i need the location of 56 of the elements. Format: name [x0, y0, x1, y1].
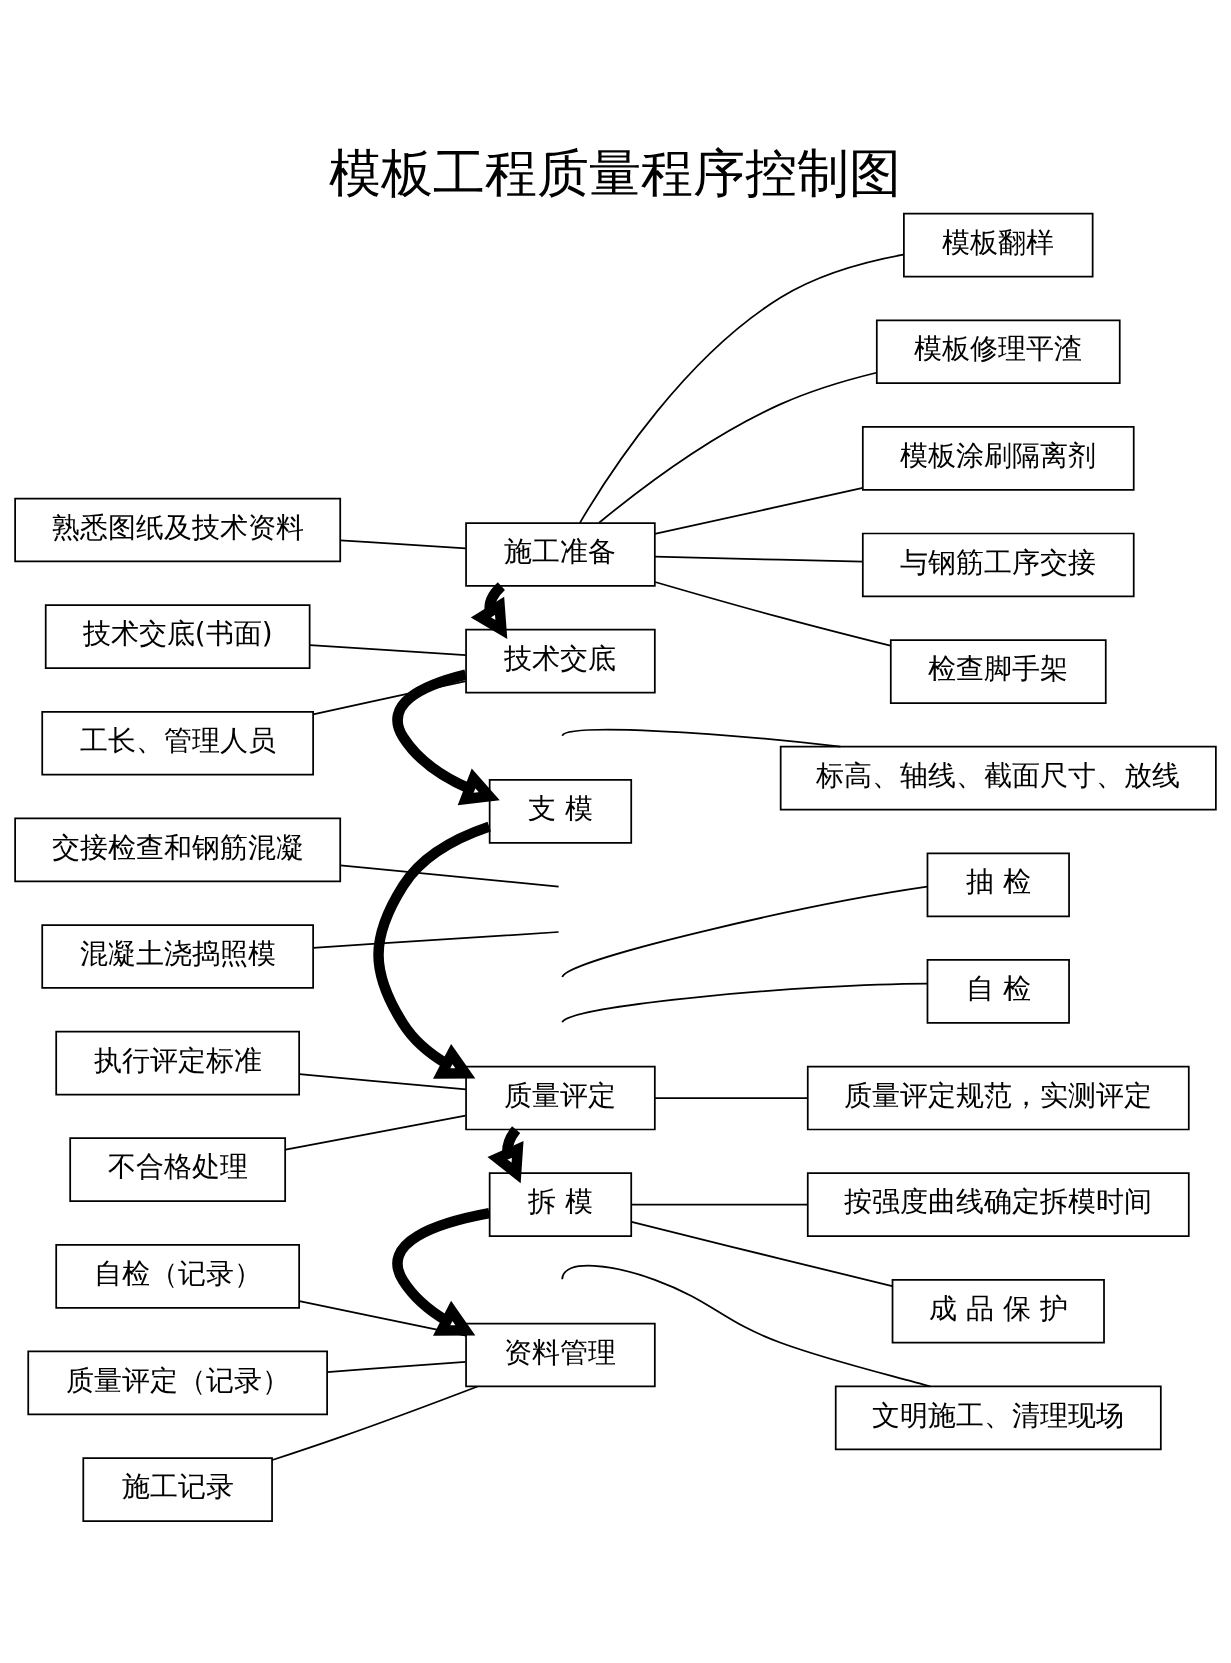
node-box: 按强度曲线确定拆模时间: [806, 1172, 1190, 1237]
node-box: 施工记录: [82, 1457, 273, 1522]
connector: [298, 1073, 467, 1091]
arrow: [392, 1208, 491, 1336]
connector: [561, 728, 842, 748]
node-box: 抽 检: [926, 852, 1070, 918]
node-box: 成 品 保 护: [891, 1278, 1105, 1344]
node-box: 与钢筋工序交接: [861, 532, 1135, 598]
node-box: 拆 模: [488, 1172, 633, 1237]
node-box: 支 模: [488, 779, 633, 844]
node-box: 标高、轴线、截面尺寸、放线: [779, 745, 1217, 811]
connector: [653, 1097, 809, 1099]
connector: [561, 982, 929, 1024]
arrow: [392, 669, 500, 806]
node-box: 执行评定标准: [55, 1030, 301, 1096]
connector: [271, 1385, 479, 1461]
connector: [312, 680, 467, 716]
node-box: 工长、管理人员: [41, 710, 314, 776]
connector: [339, 539, 467, 550]
node-box: 质量评定: [465, 1065, 656, 1131]
connector: [579, 253, 905, 524]
diagram-title: 模板工程质量程序控制图: [329, 141, 902, 203]
node-box: 不合格处理: [69, 1137, 287, 1203]
connector: [284, 1114, 467, 1151]
node-box: 施工准备: [465, 522, 656, 587]
node-box: 模板涂刷隔离剂: [861, 426, 1135, 491]
node-box: 检查脚手架: [889, 639, 1107, 704]
connector: [339, 864, 560, 888]
connector: [312, 931, 560, 949]
connector: [561, 1264, 932, 1388]
node-box: 交接检查和钢筋混凝: [14, 817, 342, 883]
node-box: 模板翻样: [903, 212, 1094, 278]
arrow: [373, 821, 491, 1079]
connector: [298, 1300, 467, 1337]
node-box: 资料管理: [465, 1322, 656, 1388]
node-box: 质量评定规范，实测评定: [806, 1065, 1190, 1131]
node-box: 自检（记录）: [55, 1244, 301, 1309]
node-box: 模板修理平渣: [875, 319, 1121, 385]
node-box: 技术交底: [465, 628, 656, 694]
connector: [561, 885, 929, 978]
arrow: [487, 1126, 524, 1184]
connector: [630, 1203, 809, 1206]
node-box: 技术交底(书面): [44, 604, 311, 669]
connector: [653, 487, 864, 535]
connector: [654, 581, 892, 647]
connector: [598, 371, 878, 524]
node-box: 自 检: [926, 959, 1070, 1024]
node-box: 混凝土浇捣照模: [41, 924, 314, 989]
connector: [630, 1221, 894, 1287]
connector: [653, 555, 864, 563]
connector: [309, 644, 467, 656]
node-box: 文明施工、清理现场: [834, 1385, 1162, 1451]
node-box: 熟悉图纸及技术资料: [14, 497, 342, 563]
connector: [326, 1360, 467, 1373]
node-box: 质量评定（记录）: [27, 1350, 328, 1416]
arrow: [470, 582, 508, 639]
